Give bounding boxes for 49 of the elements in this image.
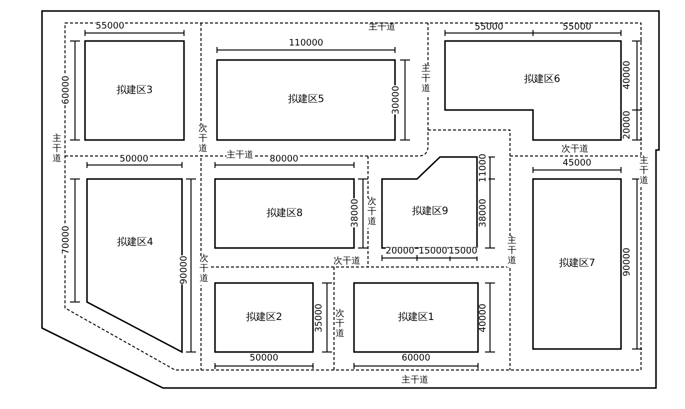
plot-outline	[85, 41, 184, 140]
road-label: 次干道	[334, 258, 360, 266]
dimension-value: 40000	[624, 60, 632, 90]
plot-label: 拟建区1	[398, 312, 434, 322]
road-label: 主干道	[402, 376, 428, 386]
dimension-value: 20000	[624, 110, 632, 140]
road-label: 次干道	[367, 198, 377, 228]
dimension-value: 70000	[62, 226, 72, 254]
road-label: 主干道	[421, 65, 431, 95]
plot-label: 拟建区2	[246, 312, 282, 322]
plot-label: 拟建区4	[116, 238, 154, 248]
dimension-value: 45000	[562, 160, 592, 168]
dimension-value: 35000	[316, 304, 324, 332]
dimension-value: 40000	[480, 304, 488, 332]
plot-outline	[533, 179, 621, 349]
dimension-value: 90000	[180, 256, 190, 284]
plot-outline	[445, 41, 621, 140]
road-label: 次干道	[335, 310, 345, 340]
road-label: 次干道	[199, 255, 209, 285]
plot-outline	[354, 283, 478, 352]
dimension-value: 110000	[288, 40, 324, 48]
dimension-value: 15000	[418, 248, 448, 256]
dimension-value: 38000	[352, 198, 360, 228]
plot-outline	[382, 157, 477, 248]
road-label: 主干道	[226, 152, 254, 160]
plot-label: 拟建区7	[558, 259, 596, 269]
plot-label: 拟建区5	[288, 95, 324, 105]
plot-label: 拟建区8	[266, 208, 303, 218]
dimension-value: 38000	[480, 198, 488, 228]
dimension-value: 50000	[250, 354, 278, 363]
road-label: 主干道	[639, 157, 649, 187]
dimension-value: 90000	[624, 248, 632, 276]
road-label: 主干道	[52, 135, 62, 165]
plot-label: 拟建区6	[524, 75, 560, 85]
dimension-value: 80000	[270, 156, 298, 164]
dimension-value: 20000	[386, 248, 414, 256]
road-label: 次干道	[562, 146, 588, 154]
plot-outline	[215, 283, 313, 352]
road-label: 次干道	[198, 125, 208, 155]
dimension-value: 15000	[448, 248, 478, 256]
plot-label: 拟建区3	[116, 86, 153, 96]
dimension-value: 60000	[62, 76, 72, 104]
plot-label: 拟建区9	[412, 207, 448, 217]
dimension-value: 11000	[480, 154, 488, 182]
dimension-value: 55000	[96, 22, 124, 32]
dimension-value: 30000	[392, 86, 402, 114]
dimension-value: 60000	[402, 354, 430, 363]
dimension-value: 50000	[120, 156, 148, 164]
road-label: 主干道	[507, 237, 517, 267]
